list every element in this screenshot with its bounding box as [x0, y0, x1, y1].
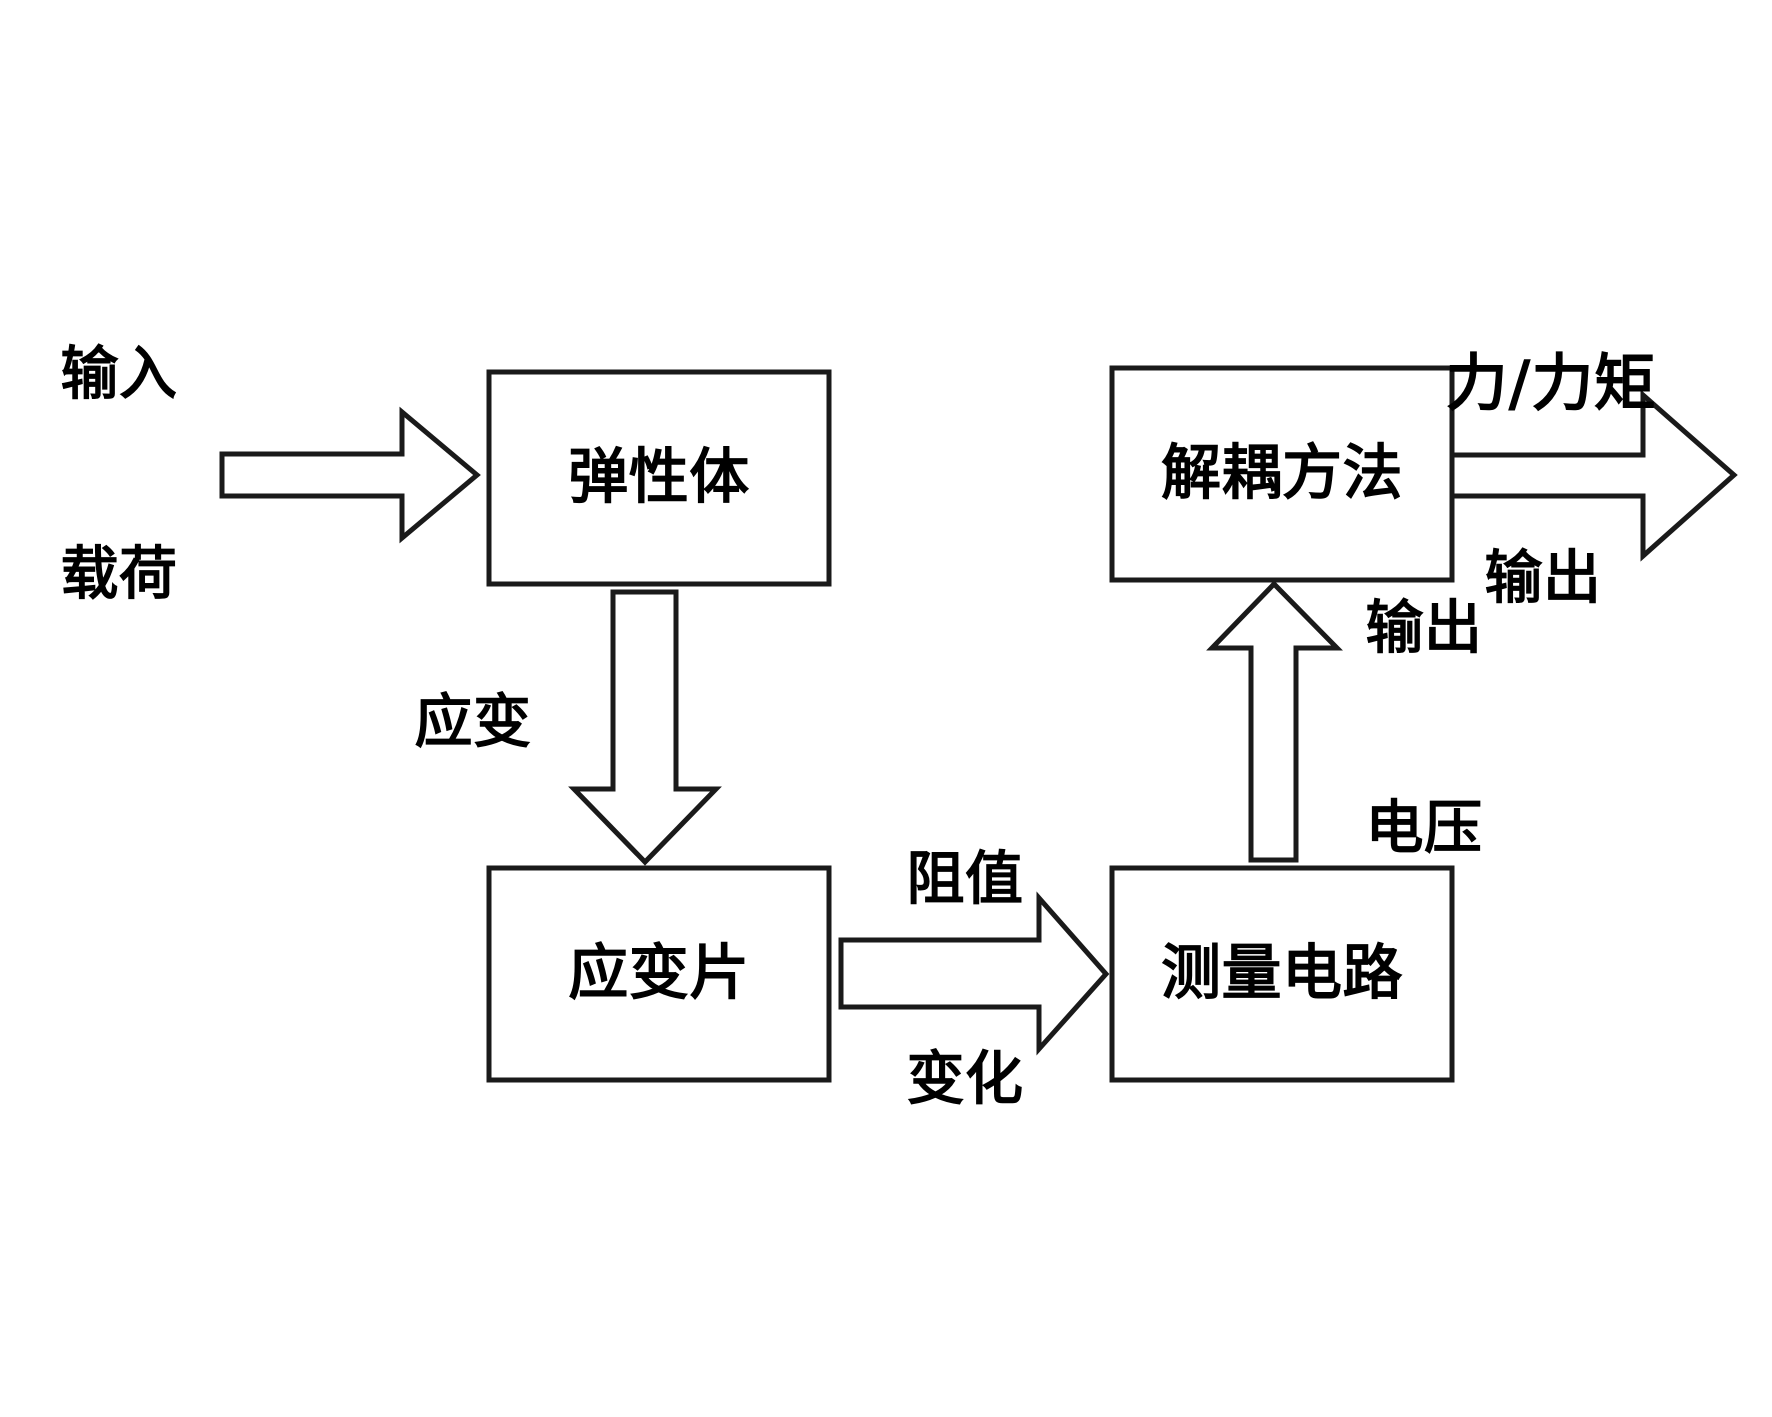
arrow-strain	[568, 589, 722, 866]
edge-label-output-voltage: 输出 电压	[1365, 461, 1482, 995]
arrow-input-load	[219, 406, 481, 544]
arrow-output-voltage	[1206, 580, 1343, 863]
node-box-elastic-body[interactable]	[486, 369, 832, 587]
node-label-strain-gauge: 应变片	[568, 938, 750, 1009]
edge-label-resistance-value: 阻值	[906, 844, 1024, 913]
node-box-measuring-circuit[interactable]	[1109, 865, 1455, 1083]
node-box-strain-gauge[interactable]	[486, 865, 832, 1083]
edge-label-strain: 应变	[414, 687, 532, 756]
node-label-elastic-body: 弹性体	[568, 442, 750, 513]
edge-label-output-voltage-line1: 输出	[1365, 593, 1483, 662]
edge-label-output: 输出	[1484, 543, 1602, 612]
node-label-decoupling-method: 解耦方法	[1161, 438, 1403, 509]
edge-label-input-load-line2: 载荷	[60, 539, 178, 608]
node-label-measuring-circuit: 测量电路	[1161, 938, 1403, 1009]
edge-label-force-torque: 力/力矩	[1445, 346, 1657, 420]
arrow-resistance-change	[838, 891, 1110, 1056]
arrow-force-torque-output	[1449, 389, 1738, 562]
edge-label-change: 变化	[906, 1044, 1024, 1113]
edge-label-input-load: 输入 载荷	[60, 207, 177, 741]
edge-label-input-load-line1: 输入	[60, 339, 178, 408]
edge-label-output-voltage-line2: 电压	[1365, 793, 1483, 862]
